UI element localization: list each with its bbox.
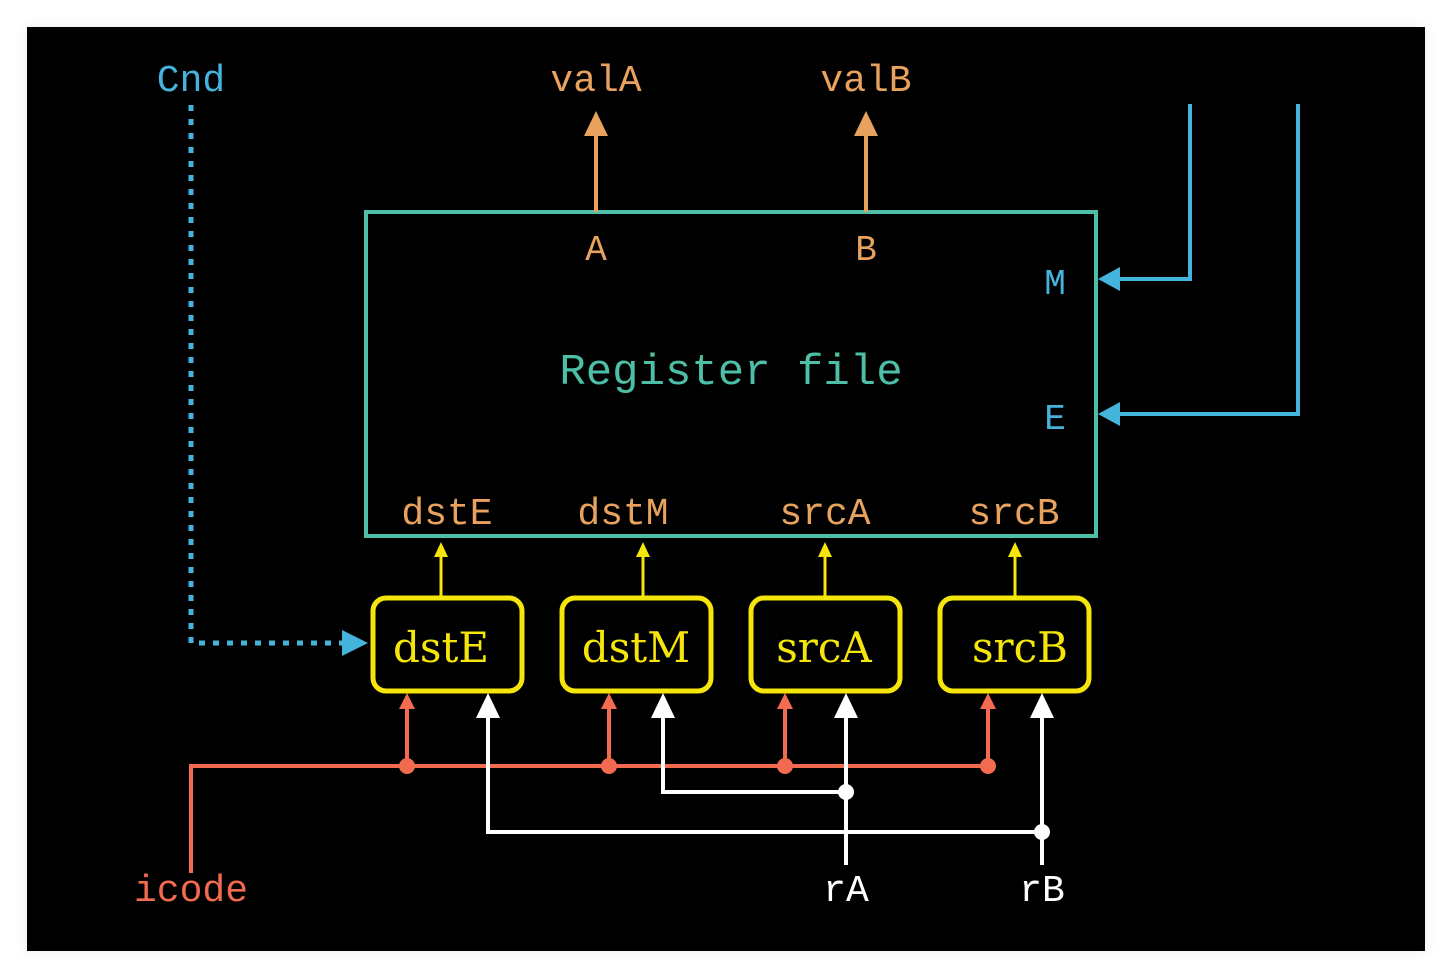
port-label-m: M [1044, 264, 1066, 305]
control-block-srca: srcA [748, 595, 903, 694]
register-file-title: Register file [559, 348, 902, 398]
rb-label: rB [1019, 870, 1065, 913]
srcb-to-regfile-arrow [1008, 542, 1022, 596]
control-block-srcb-label: srcB [972, 623, 1068, 672]
port-label-srcb: srcB [968, 493, 1059, 536]
icode-to-dstm-arrow [601, 693, 617, 774]
icode-to-dste-arrow [399, 693, 415, 774]
port-label-a: A [585, 230, 607, 271]
control-block-srca-label: srcA [776, 623, 872, 672]
srca-to-regfile-arrow [818, 542, 832, 596]
valb-output-arrow [854, 111, 878, 212]
port-label-srca: srcA [779, 493, 870, 536]
dste-to-regfile-arrow [434, 542, 448, 596]
rb-junction-dot [1034, 824, 1050, 840]
port-label-dste: dstE [401, 493, 492, 536]
cnd-label: Cnd [157, 60, 225, 103]
ra-junction-dot [838, 784, 854, 800]
ra-label: rA [823, 870, 869, 913]
icode-to-srcb-arrow [980, 693, 996, 774]
port-label-e: E [1044, 399, 1066, 440]
icode-junction-dot [601, 758, 617, 774]
port-label-b: B [855, 230, 877, 271]
icode-label: icode [134, 870, 248, 913]
register-file-box [364, 210, 1098, 538]
vala-output-arrow [584, 111, 608, 212]
dstm-to-regfile-arrow [636, 542, 650, 596]
icode-bus [189, 764, 988, 873]
rb-wire [476, 693, 1054, 865]
control-block-srcb: srcB [937, 595, 1092, 694]
control-block-dste-label: dstE [393, 623, 489, 672]
control-block-dste: dstE [370, 595, 525, 694]
write-port-e-arrow [1098, 104, 1300, 426]
write-port-m-arrow [1098, 104, 1192, 291]
cnd-dotted-wire [188, 105, 368, 656]
port-label-dstm: dstM [577, 493, 668, 536]
control-block-dstm-label: dstM [582, 623, 690, 672]
icode-to-srca-arrow [777, 693, 793, 774]
valb-label: valB [820, 60, 911, 103]
icode-junction-dot [777, 758, 793, 774]
icode-junction-dot [399, 758, 415, 774]
vala-label: valA [550, 60, 641, 103]
icode-junction-dot [980, 758, 996, 774]
ra-wire [651, 693, 858, 865]
control-block-dstm: dstM [559, 595, 714, 694]
